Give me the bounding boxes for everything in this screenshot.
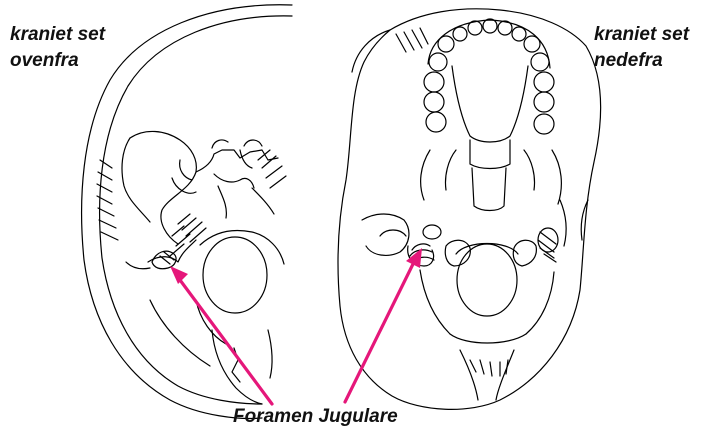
label-line-2: nedefra xyxy=(594,48,689,74)
label-line-1: kraniet set xyxy=(594,22,689,48)
pointer-arrows xyxy=(170,248,422,404)
right-skull-left-hatching xyxy=(396,28,428,52)
arrow-head-right xyxy=(406,248,422,268)
dental-arch xyxy=(424,19,554,142)
label-view-from-below: kraniet set nedefra xyxy=(594,22,689,74)
label-line-2: ovenfra xyxy=(10,48,105,74)
arrow-head-left xyxy=(170,266,188,284)
skull-superior-view xyxy=(82,5,292,419)
skull-inferior-view xyxy=(338,9,601,410)
right-mastoid-hatching xyxy=(538,232,556,262)
label-line-1: kraniet set xyxy=(10,22,105,48)
occipital-hatching xyxy=(470,360,508,376)
arrow-line-right xyxy=(345,262,414,402)
arrow-line-left xyxy=(180,280,272,404)
label-foramen-jugulare: Foramen Jugulare xyxy=(233,404,398,430)
label-view-from-above: kraniet set ovenfra xyxy=(10,22,105,74)
